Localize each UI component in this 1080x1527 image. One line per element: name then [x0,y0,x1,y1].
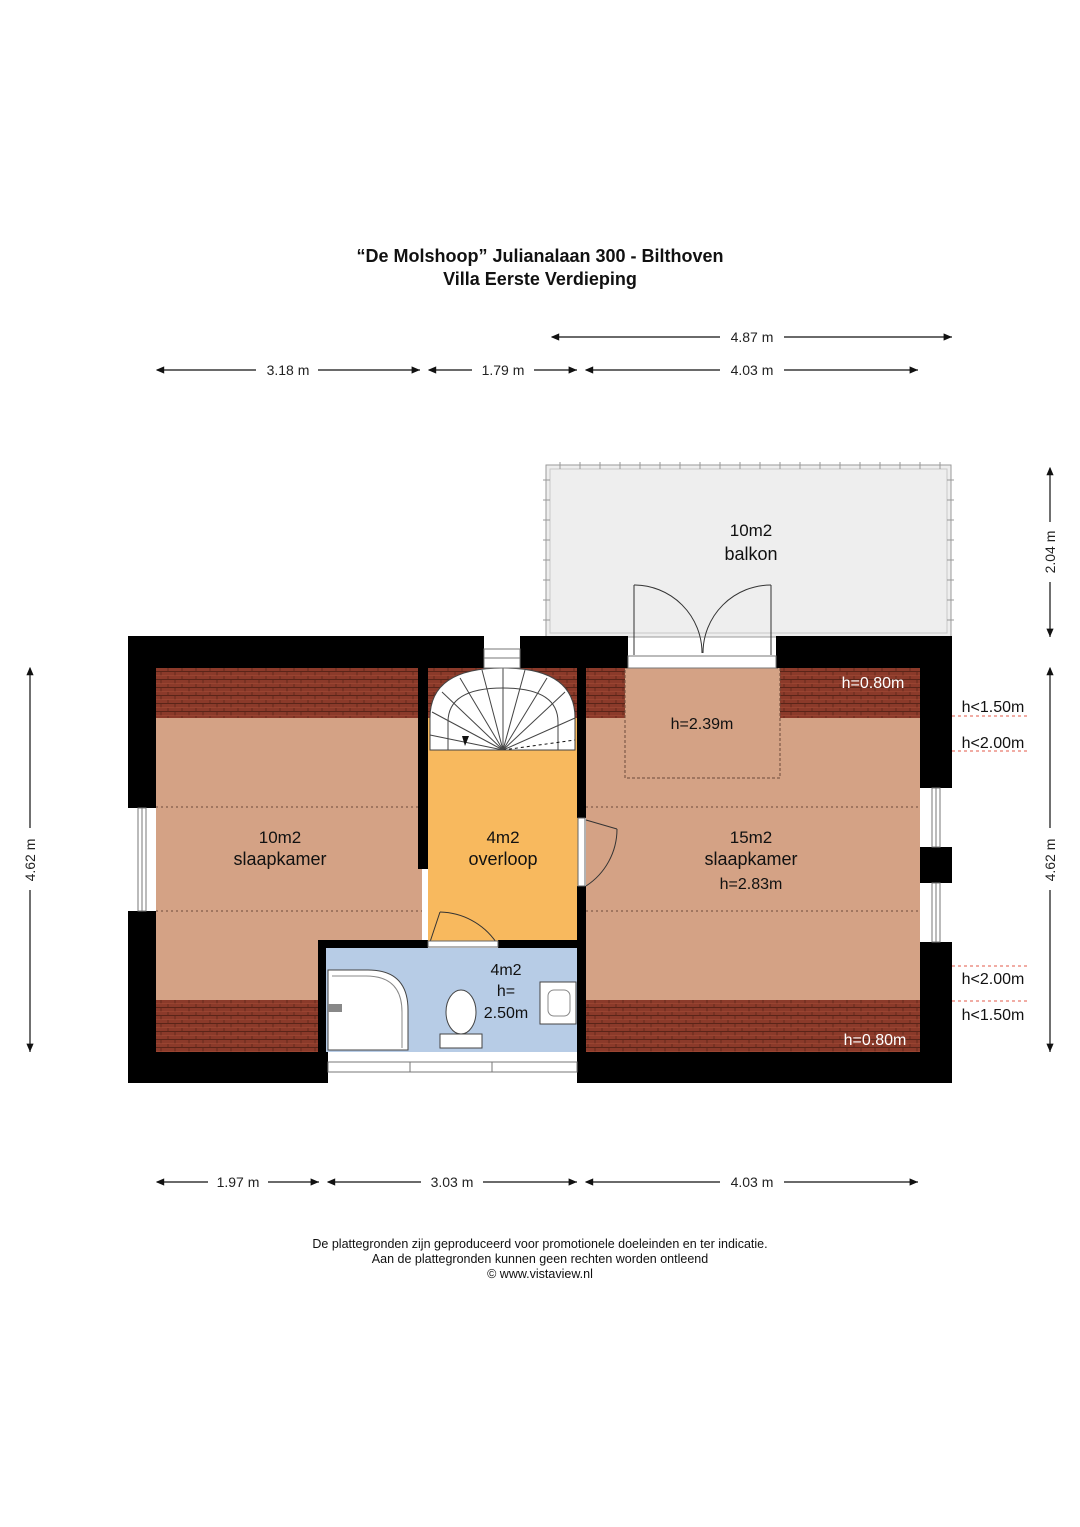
room-height-label: h= [497,983,515,1000]
room-name: balkon [724,544,777,564]
dimension-right-height: 4.62 m [1042,666,1058,1052]
dimension-top-right: 4.03 m [584,362,918,378]
room-slaapkamer-left: 10m2 slaapkamer [233,828,326,869]
dimension-label: 4.62 m [22,839,38,882]
dimension-label: 3.03 m [431,1174,474,1190]
staircase [429,667,576,751]
room-overloop: 4m2 overloop [468,828,537,869]
room-name: slaapkamer [704,849,797,869]
plan-title: “De Molshoop” Julianalaan 300 - Bilthove… [356,246,724,266]
dimension-label: 4.03 m [731,362,774,378]
shower [327,969,409,1051]
dimension-label: 1.97 m [217,1174,260,1190]
height-lt150-bottom: h<1.50m [962,1007,1025,1024]
dimension-top-mid: 1.79 m [427,362,577,378]
door-bathroom [427,911,499,948]
toilet [439,989,483,1049]
sink [539,981,577,1025]
room-height-value: 2.50m [484,1005,528,1022]
dimension-balcony-depth: 2.04 m [1042,466,1058,637]
room-slaapkamer-right: 15m2 slaapkamer h=2.83m [704,828,797,893]
dimension-label: 4.87 m [731,329,774,345]
balcony: 10m2 balkon [543,462,954,638]
dimension-top-left: 3.18 m [155,362,420,378]
dimension-left-height: 4.62 m [22,666,38,1052]
dimension-top-total: 4.87 m [550,329,952,345]
room-area: 4m2 [490,962,521,979]
dimension-label: 3.18 m [267,362,310,378]
room-name: slaapkamer [233,849,326,869]
room-area: 10m2 [730,521,773,540]
room-badkamer: 4m2 h= 2.50m [484,962,528,1022]
dimension-label: 2.04 m [1042,531,1058,574]
roof-tiles [156,668,422,718]
dimension-label: 4.62 m [1042,839,1058,882]
dimension-label: 4.03 m [731,1174,774,1190]
height-lt150-top: h<1.50m [962,699,1025,716]
dimension-bottom-mid: 3.03 m [326,1174,577,1190]
room-area: 10m2 [259,828,302,847]
dormer [624,667,781,779]
stair-arrow-icon [462,736,469,746]
roof-tiles [156,1000,326,1052]
room-area: 15m2 [730,828,773,847]
dimension-bottom-left: 1.97 m [155,1174,319,1190]
room-area: 4m2 [486,828,519,847]
plan-subtitle: Villa Eerste Verdieping [443,269,637,289]
disclaimer-line-2: Aan de plattegronden kunnen geen rechten… [371,1252,709,1266]
walls [128,636,952,1083]
roof-tiles [586,1000,920,1052]
copyright-link[interactable]: © www.vistaview.nl [487,1267,593,1281]
room-name: overloop [468,849,537,869]
height-lt200-bottom: h<2.00m [962,971,1025,988]
disclaimer-line-1: De plattegronden zijn geproduceerd voor … [312,1237,768,1251]
height-bottom-edge: h=0.80m [844,1032,907,1049]
room-height: h=2.83m [720,876,783,893]
dimension-bottom-right: 4.03 m [584,1174,918,1190]
height-markers [952,715,1030,1002]
height-dormer: h=2.39m [671,716,734,733]
height-top-edge: h=0.80m [842,675,905,692]
balcony-doors [633,584,772,655]
height-lt200-top: h<2.00m [962,735,1025,752]
window-frames [141,657,937,1072]
dimension-label: 1.79 m [482,362,525,378]
door-slaapkamer-right [577,817,618,887]
